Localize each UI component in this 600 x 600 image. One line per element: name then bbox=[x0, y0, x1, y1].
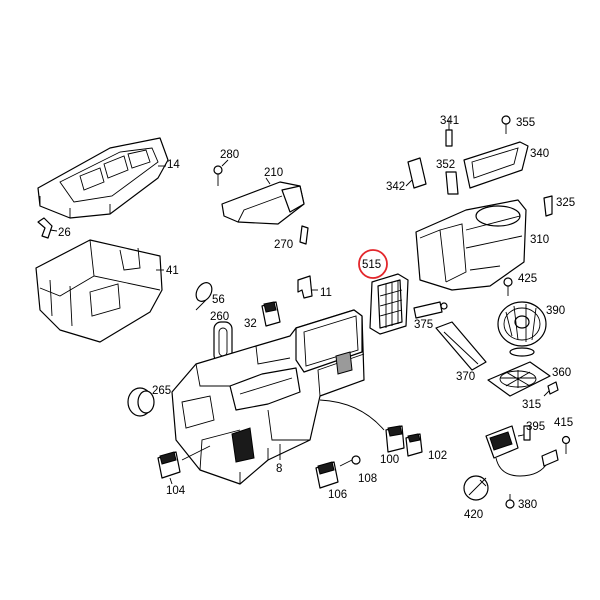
callout-352: 352 bbox=[436, 159, 455, 171]
callout-11: 11 bbox=[320, 287, 332, 299]
part-210-air-duct[interactable] bbox=[221, 177, 305, 225]
callout-270: 270 bbox=[274, 239, 293, 251]
callout-14: 14 bbox=[167, 159, 180, 171]
callout-420: 420 bbox=[464, 509, 483, 521]
part-32-actuator[interactable] bbox=[261, 301, 281, 327]
part-270-clip[interactable] bbox=[299, 225, 309, 245]
callout-515: 515 bbox=[362, 259, 381, 271]
callout-106: 106 bbox=[328, 489, 347, 501]
part-325-clip[interactable] bbox=[543, 195, 553, 217]
callout-260: 260 bbox=[210, 311, 229, 323]
part-100-actuator[interactable] bbox=[319, 399, 405, 453]
callout-210: 210 bbox=[264, 167, 283, 179]
part-280-screw[interactable] bbox=[213, 159, 229, 186]
part-420-tool-icon[interactable] bbox=[463, 475, 489, 501]
callout-375: 375 bbox=[414, 319, 433, 331]
callout-395: 395 bbox=[526, 421, 545, 433]
callout-32: 32 bbox=[244, 318, 257, 330]
callout-325: 325 bbox=[556, 197, 575, 209]
part-341-switch[interactable] bbox=[445, 120, 453, 147]
callout-342: 342 bbox=[386, 181, 405, 193]
callout-8: 8 bbox=[276, 463, 282, 475]
callout-341: 341 bbox=[440, 115, 459, 127]
part-41-lower-housing[interactable] bbox=[35, 239, 164, 343]
part-56-lens[interactable] bbox=[193, 280, 215, 311]
part-355-screw[interactable] bbox=[501, 115, 511, 134]
callout-415: 415 bbox=[554, 417, 573, 429]
callout-41: 41 bbox=[166, 265, 179, 277]
part-310-blower-housing[interactable] bbox=[415, 199, 527, 291]
callout-102: 102 bbox=[428, 450, 447, 462]
callout-56: 56 bbox=[212, 294, 225, 306]
callout-108: 108 bbox=[358, 473, 377, 485]
part-390-blower-fan[interactable] bbox=[497, 301, 547, 357]
callout-340: 340 bbox=[530, 148, 549, 160]
callout-315: 315 bbox=[522, 399, 541, 411]
part-415-screw[interactable] bbox=[541, 435, 571, 467]
callout-26: 26 bbox=[58, 227, 71, 239]
part-104-actuator[interactable] bbox=[157, 445, 211, 485]
part-11-bracket[interactable] bbox=[297, 275, 318, 299]
callout-425: 425 bbox=[518, 273, 537, 285]
callout-310: 310 bbox=[530, 234, 549, 246]
part-102-actuator[interactable] bbox=[405, 433, 423, 457]
part-108-screw[interactable] bbox=[339, 455, 361, 467]
callout-370: 370 bbox=[456, 371, 475, 383]
part-370-frame[interactable] bbox=[435, 321, 487, 371]
part-265-foam-block[interactable] bbox=[127, 387, 155, 417]
part-360-fan-grille[interactable] bbox=[487, 361, 551, 397]
callout-390: 390 bbox=[546, 305, 565, 317]
callout-104: 104 bbox=[166, 485, 186, 497]
part-375-bracket[interactable] bbox=[413, 301, 448, 319]
callout-100: 100 bbox=[380, 454, 399, 466]
callout-355: 355 bbox=[516, 117, 535, 129]
part-340-cover[interactable] bbox=[463, 141, 529, 189]
highlight-ring bbox=[358, 249, 388, 279]
part-26-clip[interactable] bbox=[37, 217, 58, 239]
callout-380: 380 bbox=[518, 499, 537, 511]
part-315-clip[interactable] bbox=[543, 381, 559, 397]
callout-280: 280 bbox=[220, 149, 239, 161]
part-106-resistor[interactable] bbox=[315, 461, 339, 489]
part-395-harness[interactable] bbox=[485, 425, 549, 477]
part-14-control-unit[interactable] bbox=[37, 137, 169, 219]
main-hvac-unit[interactable] bbox=[171, 309, 365, 485]
part-515-filter[interactable] bbox=[369, 273, 409, 335]
part-380-screw[interactable] bbox=[505, 494, 515, 509]
part-342-servo[interactable] bbox=[405, 157, 427, 189]
part-425-screw[interactable] bbox=[503, 277, 513, 296]
callout-360: 360 bbox=[552, 367, 571, 379]
callout-265: 265 bbox=[152, 385, 171, 397]
part-352-flap[interactable] bbox=[445, 171, 459, 195]
